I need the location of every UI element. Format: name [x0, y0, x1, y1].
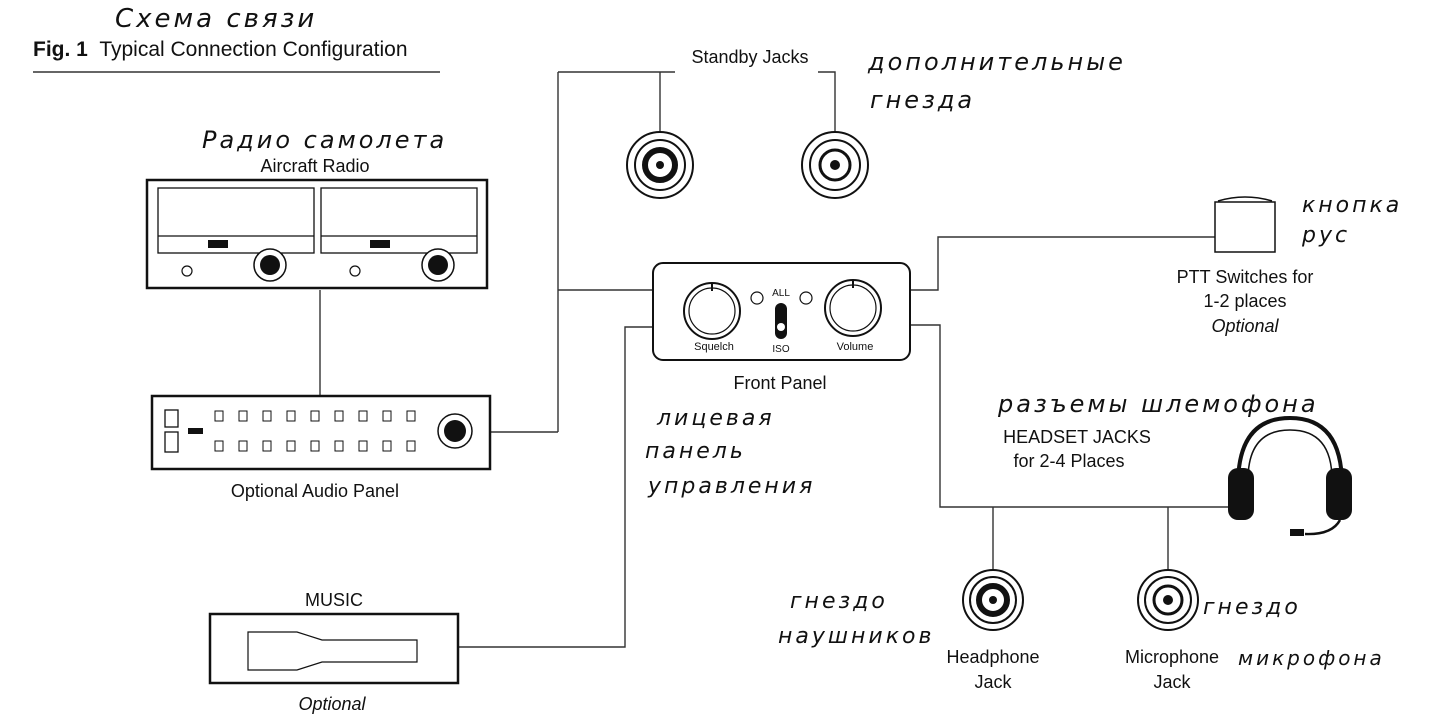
microphone-jack-label-2: Jack [1153, 672, 1191, 692]
standby-jacks-handwritten-1: дополнительные [867, 48, 1126, 76]
aircraft-radio-handwritten: Радио самолета [202, 126, 447, 154]
front-panel-label: Front Panel [733, 373, 826, 393]
volume-label: Volume [837, 341, 874, 353]
front-panel-handwritten-2: панель [645, 439, 746, 464]
radio-knob-1 [253, 248, 287, 282]
volume-knob [824, 279, 882, 337]
front-panel-handwritten-3: управления [647, 474, 815, 499]
led-left [750, 291, 764, 305]
headphone-jack-handwritten-1: гнездо [790, 589, 888, 614]
headset-label-1: HEADSET JACKS [1003, 427, 1151, 447]
music-device [208, 612, 460, 685]
all-label: ALL [772, 288, 790, 299]
standby-jack-2 [801, 131, 869, 199]
headphone-jack-label-2: Jack [974, 672, 1012, 692]
headphone-jack [962, 569, 1024, 631]
led-right [799, 291, 813, 305]
standby-top-wire [558, 71, 836, 132]
squelch-knob [683, 282, 741, 340]
radio-knob-2 [421, 248, 455, 282]
ptt-label-2: 1-2 places [1203, 291, 1286, 311]
audio-panel-buttons [214, 410, 416, 452]
figure-number: Fig. 1 [33, 38, 88, 61]
wiring [319, 71, 1230, 648]
all-iso-switch [775, 303, 787, 339]
front-panel: Squelch ALL ISO Volume [652, 262, 911, 361]
headphone-jack-handwritten-2: наушников [778, 624, 934, 649]
headset-handwritten: разъемы шлемофона [997, 390, 1319, 418]
microphone-jack-handwritten-1: гнездо [1203, 595, 1301, 620]
standby-jacks-handwritten-2: гнезда [870, 86, 975, 114]
music-label: MUSIC [305, 590, 363, 610]
headset-label-2: for 2-4 Places [1013, 451, 1124, 471]
aircraft-radio-label: Aircraft Radio [260, 156, 369, 176]
standby-jacks-label: Standby Jacks [691, 47, 808, 67]
figure-caption: Fig. 1 Typical Connection Configuration [33, 38, 408, 61]
ptt-handwritten-1: кнопка [1302, 193, 1402, 218]
title-handwritten: Схема связи [115, 4, 317, 34]
headset-wire [910, 324, 1230, 508]
headphone-jack-label-1: Headphone [946, 647, 1039, 667]
ptt-label-1: PTT Switches for [1177, 267, 1314, 287]
headset-icon [1228, 415, 1352, 536]
music-wire [458, 326, 653, 648]
microphone-jack-label-1: Microphone [1125, 647, 1219, 667]
front-panel-handwritten-1: лицевая [656, 406, 775, 431]
audio-panel-knob [437, 413, 473, 449]
ptt-wire [910, 236, 1215, 291]
squelch-label: Squelch [694, 341, 734, 353]
figure-title: Typical Connection Configuration [99, 38, 407, 61]
microphone-jack-handwritten-2: микрофона [1238, 646, 1385, 670]
aircraft-radio [145, 178, 489, 290]
ptt-switch-icon [1214, 196, 1276, 253]
ptt-label-3: Optional [1211, 316, 1279, 336]
audio-panel [150, 394, 492, 471]
standby-jack-1 [626, 131, 694, 199]
music-optional-label: Optional [298, 694, 366, 714]
iso-label: ISO [772, 344, 789, 355]
audio-panel-label: Optional Audio Panel [231, 481, 399, 501]
microphone-jack [1137, 569, 1199, 631]
ptt-handwritten-2: рус [1301, 223, 1350, 248]
